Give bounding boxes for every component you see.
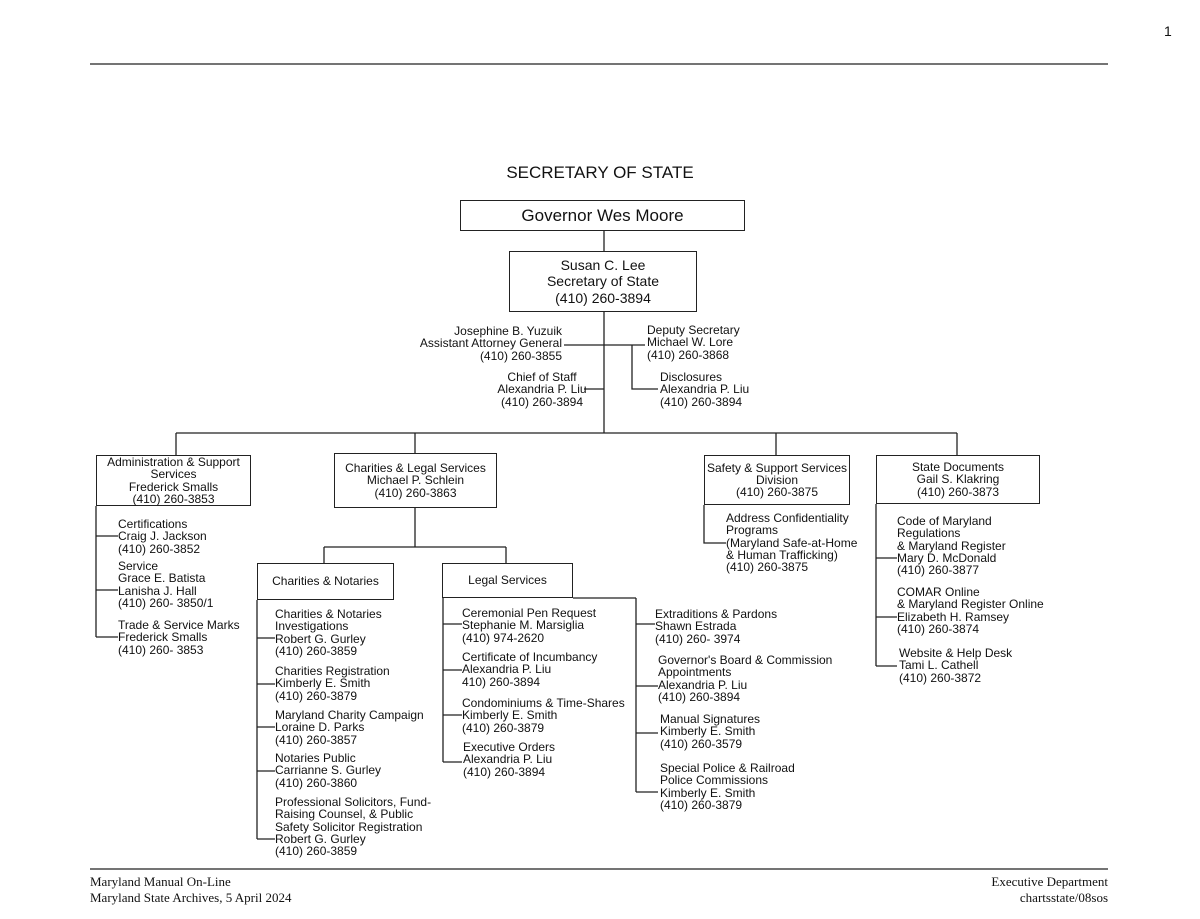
governor-box: Governor Wes Moore xyxy=(460,200,745,231)
unit-comar-online: COMAR Online & Maryland Register Online … xyxy=(897,585,1044,636)
chart-title: SECRETARY OF STATE xyxy=(506,163,694,182)
chief-of-staff: Chief of Staff Alexandria P. Liu (410) 2… xyxy=(497,370,587,409)
unit-website-help-desk: Website & Help Desk Tami L. Cathell (410… xyxy=(899,646,1013,685)
unit-executive-orders: Executive Orders Alexandria P. Liu (410)… xyxy=(463,740,556,779)
unit-manual-signatures: Manual Signatures Kimberly E. Smith (410… xyxy=(660,712,761,751)
assistant-attorney-general: Josephine B. Yuzuik Assistant Attorney G… xyxy=(419,324,562,363)
footer-left: Maryland Manual On-Line Maryland State A… xyxy=(90,874,292,905)
disclosures: Disclosures Alexandria P. Liu (410) 260-… xyxy=(660,370,750,409)
division-safety-box: Safety & Support Services Division (410)… xyxy=(704,455,850,505)
division-admin-box: Administration & Support Services Freder… xyxy=(96,455,251,506)
unit-special-police: Special Police & Railroad Police Commiss… xyxy=(660,761,795,812)
division-charities-legal-box: Charities & Legal Services Michael P. Sc… xyxy=(334,453,497,508)
footer-right: Executive Department chartsstate/08sos xyxy=(991,874,1108,905)
unit-address-confidentiality: Address Confidentiality Programs (Maryla… xyxy=(726,511,858,575)
legal-services-box: Legal Services xyxy=(442,563,573,598)
unit-professional-solicitors: Professional Solicitors, Fund- Raising C… xyxy=(275,795,432,859)
unit-service: Service Grace E. Batista Lanisha J. Hall… xyxy=(118,559,214,610)
unit-charities-registration: Charities Registration Kimberly E. Smith… xyxy=(275,664,390,703)
unit-condominiums: Condominiums & Time-Shares Kimberly E. S… xyxy=(462,696,625,735)
unit-certifications: Certifications Craig J. Jackson (410) 26… xyxy=(118,517,207,556)
secretary-box: Susan C. Lee Secretary of State (410) 26… xyxy=(509,251,697,312)
unit-charity-campaign: Maryland Charity Campaign Loraine D. Par… xyxy=(275,708,424,747)
unit-comar: Code of Maryland Regulations & Maryland … xyxy=(897,514,1006,578)
unit-notaries-public: Notaries Public Carrianne S. Gurley (410… xyxy=(275,751,382,790)
unit-certificate-incumbancy: Certificate of Incumbancy Alexandria P. … xyxy=(462,650,598,689)
page-number: 1 xyxy=(1164,23,1172,39)
unit-board-appointments: Governor's Board & Commission Appointmen… xyxy=(658,653,833,704)
unit-charities-investigations: Charities & Notaries Investigations Robe… xyxy=(275,607,382,658)
division-state-documents-box: State Documents Gail S. Klakring (410) 2… xyxy=(876,455,1040,504)
charities-notaries-box: Charities & Notaries xyxy=(257,563,394,600)
deputy-secretary: Deputy Secretary Michael W. Lore (410) 2… xyxy=(647,323,740,362)
unit-extraditions: Extraditions & Pardons Shawn Estrada (41… xyxy=(655,607,778,646)
unit-trade-service-marks: Trade & Service Marks Frederick Smalls (… xyxy=(118,618,240,657)
unit-ceremonial-pen: Ceremonial Pen Request Stephanie M. Mars… xyxy=(462,606,597,645)
